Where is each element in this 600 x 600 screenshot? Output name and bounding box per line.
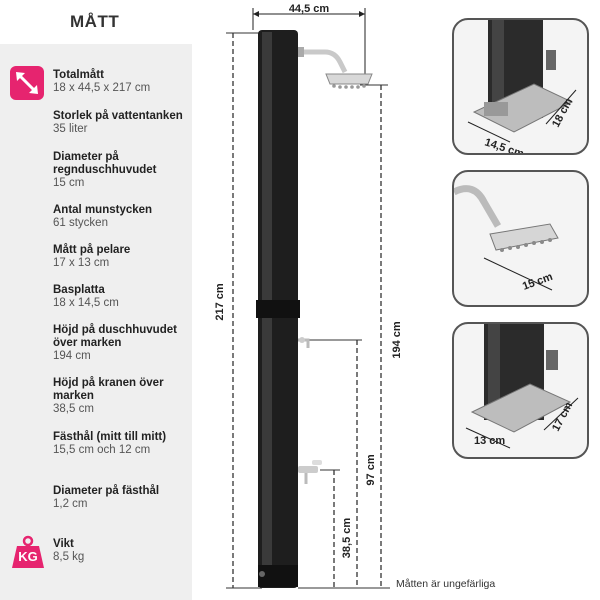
spec-value: 38,5 cm (53, 403, 94, 415)
spec-value: 35 liter (53, 123, 88, 135)
kg-weight-icon: KG (10, 534, 46, 570)
width-dimension-label: 44,5 cm (289, 3, 330, 15)
spec-label: Vikt (53, 538, 74, 550)
tap-low-height-label: 38,5 cm (341, 518, 353, 559)
spec-label: Totalmått (53, 69, 104, 81)
spec-label: Diameter på fästhål (53, 485, 160, 497)
diagonal-arrow-icon (10, 66, 44, 100)
shower-arm (298, 49, 348, 74)
base-bottom-width-label: 13 cm (474, 435, 505, 447)
detail-base-bottom: 13 cm 17 cm (452, 322, 589, 459)
shower-head-diameter-label: 15 cm (521, 271, 555, 293)
shower-head (325, 73, 373, 85)
footnote: Måtten är ungefärliga (396, 578, 496, 590)
spec-label: Antal munstycken (53, 204, 153, 216)
spec-sidebar (0, 0, 192, 600)
lower-tap (298, 466, 318, 473)
title-box: MÅTT (0, 0, 192, 44)
page-title: MÅTT (70, 12, 120, 31)
tap-mid-height-label: 97 cm (365, 454, 377, 485)
spec-label: Basplatta (53, 284, 105, 296)
spec-total-size: Totalmått 18 x 44,5 x 217 cm (53, 69, 189, 95)
shower-height-label: 194 cm (391, 321, 403, 359)
spec-hole-diameter: Diameter på fästhål 1,2 cm (53, 485, 189, 511)
spec-value: 61 stycken (53, 217, 108, 229)
spec-weight: Vikt 8,5 kg (53, 538, 189, 564)
spec-value: 194 cm (53, 350, 91, 362)
spec-head-diameter: Diameter på regnduschhuvudet 15 cm (53, 151, 189, 190)
spec-pillar-size: Mått på pelare 17 x 13 cm (53, 244, 189, 270)
detail-shower-head: 15 cm (452, 170, 589, 307)
spec-label: Fästhål (mitt till mitt) (53, 431, 167, 443)
spec-value: 17 x 13 cm (53, 257, 110, 269)
spec-value: 15 cm (53, 177, 85, 189)
shower-diagram: 44,5 cm 217 cm 194 cm 97 cm 38,5 cm (214, 3, 403, 589)
spec-label: Mått på pelare (53, 244, 131, 256)
spec-base-plate: Basplatta 18 x 14,5 cm (53, 284, 189, 310)
spec-tank-size: Storlek på vattentanken 35 liter (53, 110, 189, 136)
spec-label: Höjd på duschhuvudet över marken (53, 324, 177, 349)
weight-icon-text: KG (18, 549, 38, 564)
spec-value: 18 x 44,5 x 217 cm (53, 82, 151, 94)
spec-nozzles: Antal munstycken 61 stycken (53, 204, 189, 230)
spec-value: 15,5 cm och 12 cm (53, 444, 151, 456)
total-height-label: 217 cm (214, 283, 226, 321)
spec-label: Storlek på vattentanken (53, 110, 183, 122)
spec-tap-height: Höjd på kranen över marken 38,5 cm (53, 377, 189, 416)
spec-mount-holes: Fästhål (mitt till mitt) 15,5 cm och 12 … (53, 431, 189, 457)
detail-base-top: 14,5 cm 18 cm (452, 18, 589, 155)
spec-value: 8,5 kg (53, 551, 85, 563)
spec-value: 18 x 14,5 cm (53, 297, 119, 309)
spec-value: 1,2 cm (53, 498, 88, 510)
spec-label: Diameter på regnduschhuvudet (53, 151, 157, 176)
spec-label: Höjd på kranen över marken (53, 377, 164, 402)
spec-head-height: Höjd på duschhuvudet över marken 194 cm (53, 324, 189, 363)
